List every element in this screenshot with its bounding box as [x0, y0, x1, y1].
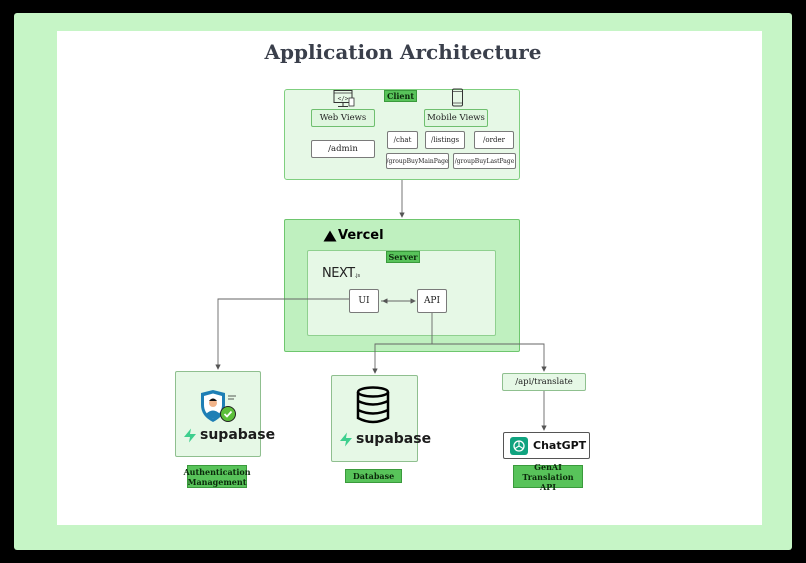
route-groupbuy-main: /groupBuyMainPage: [386, 153, 449, 169]
nextjs-logo-text: NEXT: [322, 266, 355, 281]
client-tag: Client: [384, 90, 417, 102]
shield-user-icon: [201, 390, 236, 422]
route-listings: /listings: [425, 131, 465, 149]
nextjs-logo: NEXT.js: [322, 262, 362, 281]
next-server-inner: [307, 250, 496, 336]
route-order: /order: [474, 131, 514, 149]
mobile-views-box: Mobile Views: [424, 109, 488, 127]
database-icon: [356, 386, 390, 424]
route-chat: /chat: [387, 131, 418, 149]
chatgpt-icon: [510, 436, 528, 455]
route-admin: /admin: [311, 140, 375, 158]
svg-text:</>: </>: [338, 96, 349, 103]
database-card: [331, 375, 418, 462]
ui-box: UI: [349, 289, 379, 313]
diagram-title: Application Architecture: [264, 40, 542, 64]
chatgpt-box: ChatGPT: [503, 432, 590, 459]
vercel-triangle-icon: [323, 230, 337, 242]
api-translate-box: /api/translate: [502, 373, 586, 391]
arrow-api-to-translate: [432, 343, 547, 372]
database-caption: Database: [345, 469, 402, 483]
route-groupbuy-last: /groupBuyLastPage: [453, 153, 516, 169]
vercel-label: Vercel: [338, 228, 384, 243]
arrow-ui-to-auth: [215, 298, 349, 370]
api-box: API: [417, 289, 447, 313]
arrow-api-to-database: [372, 313, 433, 374]
web-views-box: Web Views: [311, 109, 375, 127]
supabase-bolt-icon: [340, 432, 352, 447]
smartphone-icon: [452, 88, 463, 107]
server-tag: Server: [386, 251, 420, 263]
auth-caption: Authentication Management: [183, 465, 251, 488]
translate-caption: GenAI Translation API: [513, 462, 583, 492]
auth-supabase-logo-text: supabase: [200, 427, 276, 443]
supabase-bolt-icon: [184, 428, 196, 443]
database-supabase-logo-text: supabase: [356, 431, 432, 447]
chatgpt-logo-text: ChatGPT: [533, 439, 587, 452]
nextjs-logo-suffix: .js: [354, 273, 361, 279]
desktop-code-icon: </>: [333, 90, 355, 107]
